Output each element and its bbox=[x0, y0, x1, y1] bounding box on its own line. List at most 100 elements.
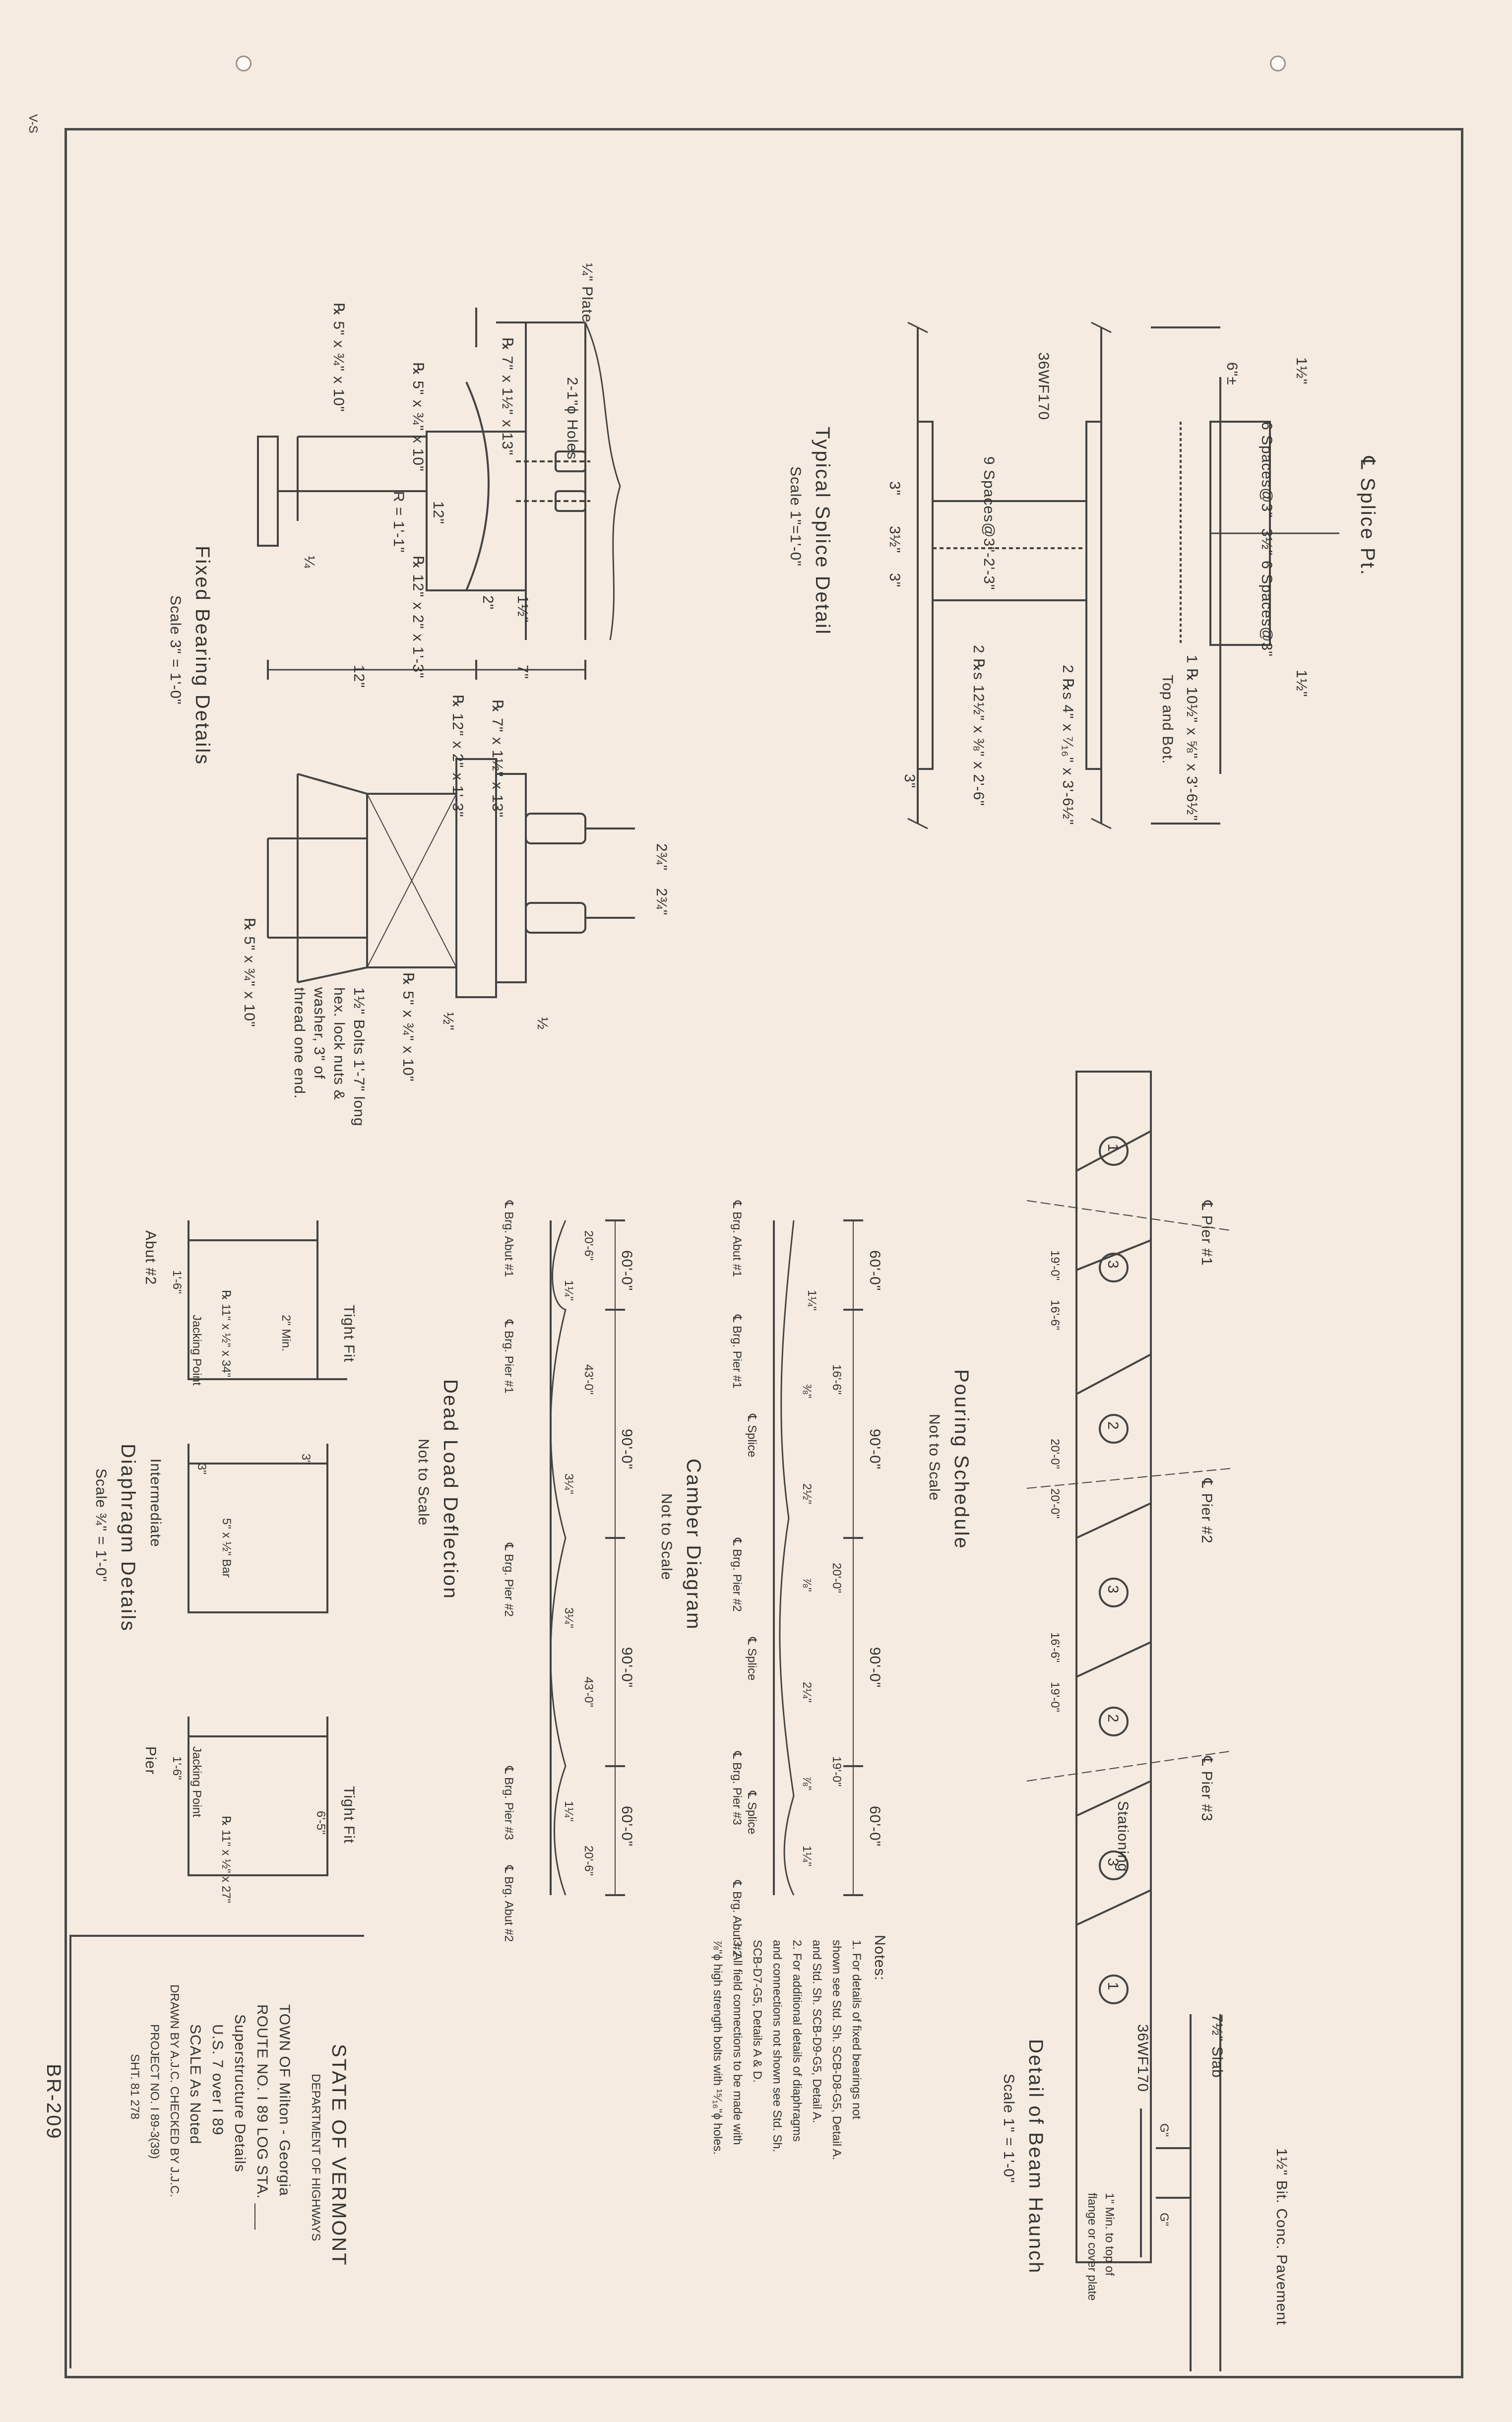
pour-dim-4: 20'-0" bbox=[1048, 1488, 1062, 1519]
camber-label-7: ℄ Splice bbox=[745, 1791, 758, 1835]
haunch-title: Detail of Beam Haunch bbox=[1025, 2039, 1047, 2275]
haunch-note-2: flange or cover plate bbox=[1085, 2193, 1099, 2301]
notes-line-5: and connections not shown see Std. Sh. bbox=[770, 1940, 784, 2153]
pour-dim-3: 20'-0" bbox=[1048, 1439, 1062, 1469]
diaph-tight-1: Tight Fit bbox=[341, 1305, 357, 1363]
camber-value-1: 1¼" bbox=[805, 1290, 819, 1311]
camber-label-4: ℄ Brg. Pier #2 bbox=[730, 1538, 744, 1612]
camber-span-2: 90'-0" bbox=[867, 1429, 883, 1470]
bearing-bolts-2: hex. lock nuts & bbox=[331, 987, 347, 1100]
splice-gusset-label: 6"± bbox=[1224, 362, 1240, 385]
bearing-dim-1: 1½" bbox=[514, 595, 531, 623]
diaph-dim-65: 6'-5" bbox=[314, 1811, 327, 1835]
defl-value-1: 1¼" bbox=[562, 1280, 575, 1301]
bearing-bolts-3: washer, 3" of bbox=[311, 987, 327, 1080]
typical-splice-beam: 36WF170 bbox=[1035, 352, 1052, 421]
splice-edge-label: 1½" bbox=[1293, 357, 1310, 385]
camber-title: Camber Diagram bbox=[683, 1459, 704, 1631]
bearing-dim-half: ½" bbox=[440, 1012, 456, 1031]
typical-splice-dim-3a: 3" bbox=[886, 481, 903, 496]
notes-heading: Notes: bbox=[872, 1935, 888, 1981]
bearing-holes-label: 2-1"ϕ Holes bbox=[564, 377, 580, 460]
bearing-p5: ℞ 12" x 2" x 1'-3" bbox=[449, 695, 466, 818]
bearing-p6: ℞ 7" x 1½" x 13" bbox=[489, 700, 505, 818]
diaph-dim-3a: 3" bbox=[195, 1464, 208, 1474]
bearing-p1: ℞ 5" x ¾" x 10" bbox=[330, 303, 347, 412]
bearing-p8: ℞ 5" x ¾" x 10" bbox=[400, 972, 416, 1082]
camber-value-9: ⅞" bbox=[800, 1776, 814, 1790]
diaph-tight-2: Tight Fit bbox=[341, 1786, 357, 1844]
diaph-jack-1: Jacking Point bbox=[190, 1315, 203, 1386]
pour-seg-3: 2 bbox=[1105, 1421, 1121, 1430]
bearing-dim-7: 7" bbox=[514, 665, 531, 680]
defl-label-4: ℄ Brg. Pier #3 bbox=[502, 1766, 515, 1840]
diaph-dim-16b: 1'-6" bbox=[170, 1756, 184, 1780]
bearing-weld: ¼ bbox=[301, 556, 317, 569]
bearing-weld2: ½ bbox=[534, 1017, 551, 1030]
pouring-title: Pouring Schedule bbox=[950, 1369, 972, 1550]
typical-splice-scale: Scale 1"=1'-0" bbox=[787, 466, 804, 567]
splice-pt-label: ℄ Splice Pt. bbox=[1357, 456, 1379, 576]
defl-label-3: ℄ Brg. Pier #2 bbox=[502, 1543, 515, 1617]
punch-hole-right bbox=[1270, 56, 1286, 71]
title-block-scale: SCALE As Noted bbox=[187, 2024, 203, 2145]
camber-span-1: 60'-0" bbox=[867, 1250, 883, 1291]
title-block-dept: DEPARTMENT OF HIGHWAYS bbox=[309, 2074, 322, 2241]
camber-label-1: ℄ Brg. Abut #1 bbox=[730, 1201, 744, 1277]
splice-edge2: 1½" bbox=[1293, 670, 1310, 698]
diaph-p1: ℞ 11" x ½" x 34" bbox=[219, 1290, 233, 1378]
camber-value-2: 16'-6" bbox=[830, 1364, 843, 1395]
camber-label-5: ℄ Splice bbox=[745, 1637, 758, 1681]
pour-dim-5: 16'-6" bbox=[1048, 1632, 1062, 1663]
camber-label-3: ℄ Splice bbox=[745, 1414, 758, 1458]
diaph-dim-3b: 3" bbox=[299, 1454, 313, 1465]
haunch-g2: G" bbox=[1157, 2213, 1171, 2227]
defl-inner-4: 20'-6" bbox=[582, 1846, 595, 1876]
camber-value-6: ⅞" bbox=[800, 1578, 814, 1592]
deflection-scale: Not to Scale bbox=[415, 1439, 432, 1526]
title-block-drawn: DRAWN BY A.J.C. CHECKED BY J.J.C. bbox=[168, 1984, 181, 2197]
bearing-p4: ℞ 12" x 2" x 1'-3" bbox=[410, 556, 426, 679]
pour-seg-2: 3 bbox=[1105, 1260, 1121, 1269]
notes-line-8: ⅞"ϕ high strength bolts with ¹⁵⁄₁₆"ϕ hol… bbox=[711, 1940, 724, 2155]
drawing-number: BR-209 bbox=[43, 2064, 64, 2140]
bearing-dim-23a: 2¾" bbox=[653, 843, 670, 871]
notes-line-2: shown see Std. Sh. SCB-D8-G5, Detail A. bbox=[830, 1940, 843, 2161]
splice-gap: 3½" bbox=[1259, 528, 1275, 556]
fixed-bearing-scale: Scale 3" = 1'-0" bbox=[167, 595, 184, 705]
bearing-radius: R = 1'-1" bbox=[390, 491, 407, 553]
defl-label-2: ℄ Brg. Pier #1 bbox=[502, 1320, 515, 1394]
bearing-plate-label: ¼" Plate bbox=[579, 263, 595, 323]
diaph-bar: 5" x ½" Bar bbox=[220, 1518, 233, 1578]
defl-inner-3: 43'-0" bbox=[582, 1677, 595, 1708]
defl-value-4: 1¼" bbox=[562, 1801, 575, 1822]
pour-seg-5: 2 bbox=[1105, 1714, 1121, 1723]
camber-scale: Not to Scale bbox=[658, 1493, 675, 1581]
camber-value-3: ⅜" bbox=[800, 1384, 814, 1399]
pour-seg-7: 1 bbox=[1105, 1982, 1121, 1991]
camber-label-6: ℄ Brg. Pier #3 bbox=[730, 1751, 744, 1825]
splice-plate-note: Top and Bot. bbox=[1159, 675, 1176, 765]
pour-seg-6: 3 bbox=[1105, 1858, 1121, 1867]
camber-span-4: 60'-0" bbox=[867, 1806, 883, 1847]
typical-splice-title: Typical Splice Detail bbox=[812, 427, 833, 636]
camber-value-4: 2½" bbox=[800, 1483, 814, 1504]
haunch-beam: 36WF170 bbox=[1134, 2024, 1151, 2093]
bearing-p7: ℞ 5" x ¾" x 10" bbox=[241, 918, 257, 1027]
bearing-dim-12b: 12" bbox=[351, 665, 367, 689]
notes-line-4: 2. For additional details of diaphragms bbox=[790, 1940, 804, 2142]
typical-splice-plates2: 2 ℞s 4" x ⁷⁄₁₆" x 3'-6½" bbox=[1060, 665, 1076, 826]
diaph-intermediate: Intermediate bbox=[147, 1459, 164, 1547]
haunch-pavement: 1½" Bit. Conc. Pavement bbox=[1273, 2148, 1290, 2326]
defl-value-3: 3¼" bbox=[562, 1607, 575, 1628]
defl-label-5: ℄ Brg. Abut #2 bbox=[502, 1865, 515, 1942]
camber-value-5: 20'-0" bbox=[830, 1563, 843, 1593]
title-block-state: STATE OF VERMONT bbox=[328, 2044, 350, 2267]
splice-spaces-a: 6 Spaces@3" bbox=[1259, 422, 1275, 518]
deflection-title: Dead Load Deflection bbox=[440, 1379, 461, 1600]
typical-splice-dim-3b: 3" bbox=[886, 573, 903, 588]
defl-value-2: 3¼" bbox=[562, 1473, 575, 1494]
typical-splice-spaces: 9 Spaces@3"-2'-3" bbox=[981, 456, 997, 590]
bearing-p3: ℞ 5" x ¾" x 10" bbox=[410, 362, 426, 472]
